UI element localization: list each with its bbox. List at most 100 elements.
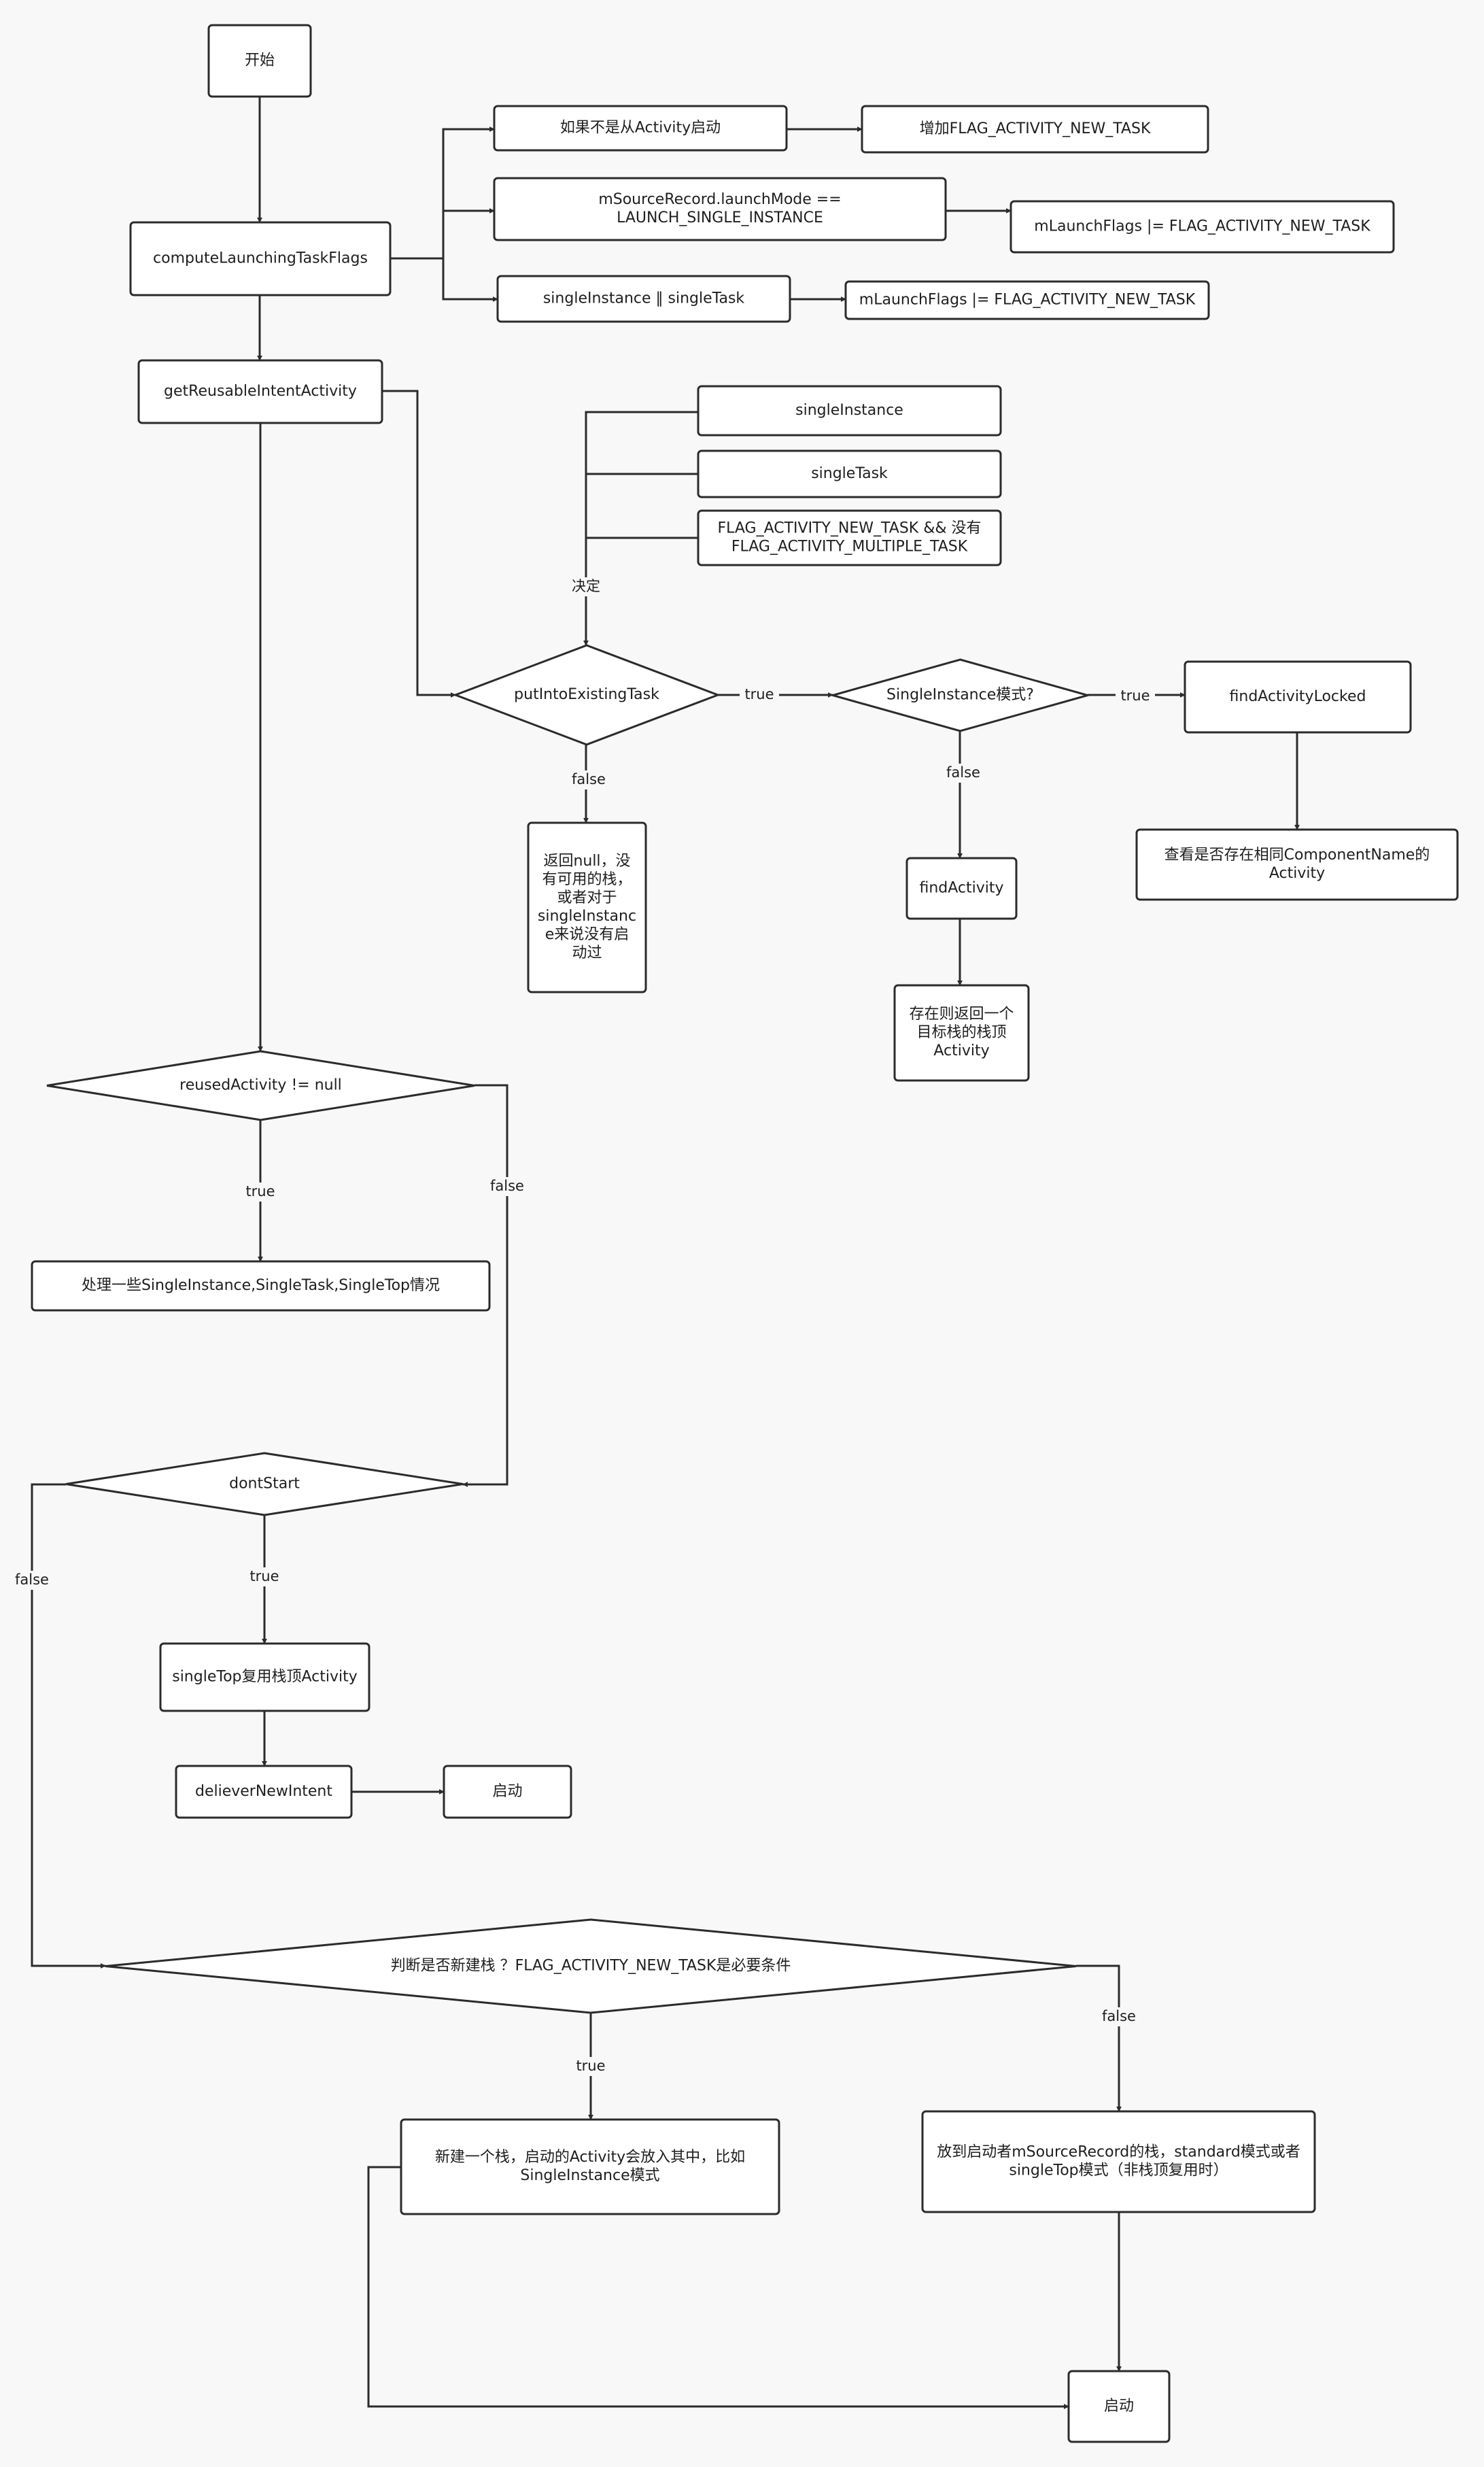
node-label: singleTop模式（非栈顶复用时） bbox=[1009, 2162, 1228, 2179]
node-cond-single-task: singleTask bbox=[697, 449, 1002, 498]
connector-arrow bbox=[382, 390, 456, 698]
node-single-top-reuse: singleTop复用栈顶Activity bbox=[159, 1642, 370, 1712]
connector-arrow bbox=[367, 2166, 1069, 2409]
node-label: putIntoExistingTask bbox=[514, 686, 659, 703]
node-find-activity: findActivity bbox=[905, 857, 1018, 920]
process-box bbox=[905, 857, 1018, 920]
edge-label: true bbox=[249, 1568, 279, 1584]
edge-label-background bbox=[8, 1571, 56, 1590]
process-box bbox=[443, 1765, 572, 1819]
node-label: 目标栈的栈顶 bbox=[916, 1024, 1006, 1041]
node-new-stack: 新建一个栈，启动的Activity会放入其中，比如SingleInstance模… bbox=[400, 2118, 780, 2215]
edge-label: false bbox=[946, 764, 980, 781]
node-label: findActivityLocked bbox=[1230, 688, 1366, 705]
node-label: SingleInstance模式 bbox=[520, 2167, 659, 2184]
edge-label: false bbox=[15, 1571, 49, 1588]
node-flags-new-task-1: mLaunchFlags |= FLAG_ACTIVITY_NEW_TASK bbox=[1010, 200, 1395, 254]
node-label: e来说没有启 bbox=[545, 926, 629, 943]
decision-diamond bbox=[829, 658, 1092, 732]
process-box bbox=[129, 221, 392, 296]
edge-label: false bbox=[572, 771, 606, 787]
node-label: mLaunchFlags |= FLAG_ACTIVITY_NEW_TASK bbox=[859, 292, 1196, 309]
node-label: findActivity bbox=[919, 880, 1003, 897]
node-label: Activity bbox=[1269, 865, 1325, 882]
decision-diamond bbox=[46, 1050, 475, 1121]
process-box bbox=[493, 177, 947, 241]
node-label: 放到启动者mSourceRecord的栈，standard模式或者 bbox=[937, 2144, 1300, 2161]
process-box bbox=[1135, 828, 1459, 901]
process-box bbox=[844, 280, 1210, 320]
decision-diamond bbox=[105, 1918, 1077, 2014]
node-label: mLaunchFlags |= FLAG_ACTIVITY_NEW_TASK bbox=[1034, 218, 1370, 235]
node-label: FLAG_ACTIVITY_NEW_TASK && 没有 bbox=[717, 520, 981, 537]
node-label: 查看是否存在相同ComponentName的 bbox=[1164, 847, 1430, 864]
node-label: 启动 bbox=[1104, 2398, 1134, 2415]
node-label: 动过 bbox=[572, 945, 602, 962]
process-box bbox=[697, 385, 1002, 437]
node-find-activity-locked: findActivityLocked bbox=[1184, 660, 1412, 734]
node-label: 处理一些SingleInstance,SingleTask,SingleTop情… bbox=[82, 1277, 440, 1294]
process-box bbox=[137, 359, 383, 424]
process-box bbox=[527, 821, 647, 993]
node-cond-new-task-no-multiple: FLAG_ACTIVITY_NEW_TASK && 没有 FLAG_ACTIVIT… bbox=[697, 509, 1002, 566]
edge-label-background bbox=[939, 764, 987, 783]
node-label: 存在则返回一个 bbox=[909, 1006, 1014, 1023]
process-box bbox=[207, 24, 312, 98]
process-box bbox=[921, 2110, 1316, 2213]
process-box bbox=[1184, 660, 1412, 734]
edge-label: false bbox=[1102, 2008, 1136, 2024]
edge-label-background bbox=[483, 1177, 531, 1196]
edge-label-background bbox=[245, 1567, 284, 1586]
node-label: singleInstanc bbox=[538, 908, 636, 925]
process-box bbox=[697, 509, 1002, 566]
node-dont-start: dontStart bbox=[65, 1452, 464, 1516]
node-single-instance-mode: SingleInstance模式? bbox=[829, 658, 1092, 732]
connector-arrow bbox=[583, 411, 698, 646]
node-add-new-task-flag: 增加FLAG_ACTIVITY_NEW_TASK bbox=[861, 105, 1209, 154]
node-start: 开始 bbox=[207, 24, 312, 98]
node-launch-1: 启动 bbox=[443, 1765, 572, 1819]
node-label: 启动 bbox=[492, 1783, 522, 1800]
edge-label-background bbox=[1116, 687, 1155, 706]
connector-arrow bbox=[31, 1483, 106, 1969]
node-cond-single-instance: singleInstance bbox=[697, 385, 1002, 437]
connector-arrow bbox=[390, 126, 495, 260]
connector-arrow bbox=[1076, 1964, 1122, 2112]
node-source-stack: 放到启动者mSourceRecord的栈，standard模式或者singleT… bbox=[921, 2110, 1316, 2213]
node-compute: computeLaunchingTaskFlags bbox=[129, 221, 392, 296]
node-label: getReusableIntentActivity bbox=[164, 383, 357, 400]
edge-label-background bbox=[740, 685, 779, 704]
process-box bbox=[496, 275, 791, 323]
process-box bbox=[1067, 2370, 1171, 2443]
node-label: SingleInstance模式? bbox=[886, 687, 1034, 704]
node-label: 如果不是从Activity启动 bbox=[560, 120, 721, 137]
edge-label: true bbox=[744, 686, 774, 702]
decision-diamond bbox=[65, 1452, 464, 1516]
process-box bbox=[1010, 200, 1395, 254]
process-box bbox=[400, 2118, 780, 2215]
node-label: 或者对于 bbox=[557, 889, 617, 906]
process-box bbox=[861, 105, 1209, 154]
node-label: 有可用的栈， bbox=[542, 871, 632, 888]
node-label: singleTop复用栈顶Activity bbox=[172, 1669, 358, 1686]
node-label: singleInstance bbox=[795, 402, 903, 419]
node-label: 判断是否新建栈 ？FLAG_ACTIVITY_NEW_TASK是必要条件 bbox=[391, 1958, 791, 1975]
edge-label-background bbox=[574, 577, 598, 596]
node-get-reusable: getReusableIntentActivity bbox=[137, 359, 383, 424]
node-label: mSourceRecord.launchMode == bbox=[598, 191, 841, 208]
node-label: dontStart bbox=[229, 1476, 300, 1493]
connector-arrow bbox=[442, 258, 498, 302]
node-label: FLAG_ACTIVITY_MULTIPLE_TASK bbox=[731, 539, 968, 556]
decision-diamond bbox=[452, 644, 721, 746]
process-box bbox=[697, 449, 1002, 498]
process-box bbox=[493, 105, 788, 152]
edge-label: false bbox=[490, 1178, 524, 1194]
node-single-instance-or-task: singleInstance ‖ singleTask bbox=[496, 275, 791, 323]
edge-label: true bbox=[1120, 687, 1150, 704]
node-label: 新建一个栈，启动的Activity会放入其中，比如 bbox=[435, 2149, 745, 2166]
edge-label-background bbox=[571, 2057, 610, 2076]
node-source-single-instance: mSourceRecord.launchMode ==LAUNCH_SINGLE… bbox=[493, 177, 947, 241]
